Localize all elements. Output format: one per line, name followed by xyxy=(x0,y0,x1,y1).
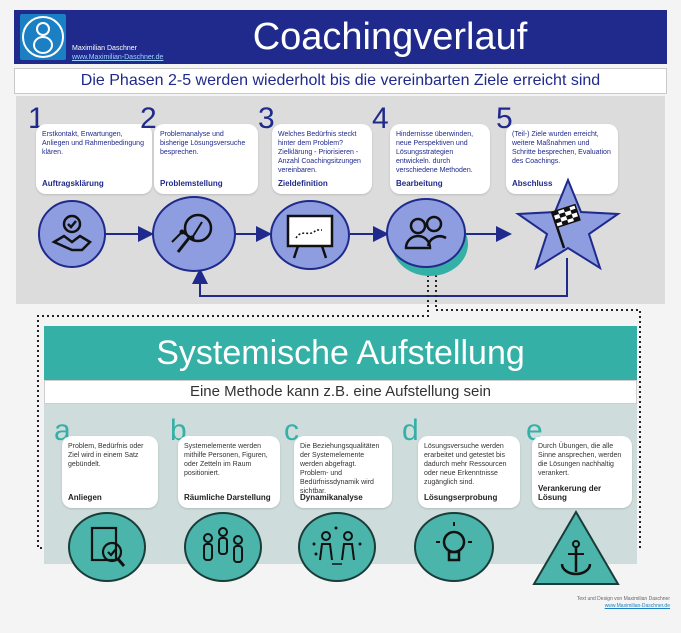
step-d-card: Lösungsversuche werden erarbeitet und ge… xyxy=(418,436,520,508)
author-block: Maximilian Daschner www.Maximilian-Dasch… xyxy=(72,44,163,62)
lightbulb-icon xyxy=(436,522,472,562)
step-b-card: Systemelemente werden mithilfe Personen,… xyxy=(178,436,280,508)
page-title: Coachingverlauf xyxy=(252,16,528,58)
step-b-text: Systemelemente werden mithilfe Personen,… xyxy=(184,443,268,477)
author-website-link[interactable]: www.Maximilian-Daschner.de xyxy=(72,54,164,61)
step-e-triangle xyxy=(532,510,620,585)
header-bar xyxy=(14,10,667,64)
person-logo-icon xyxy=(22,16,64,58)
phase-5-label: Abschluss xyxy=(512,179,553,188)
credit-line: Text und Design von Maximilian Daschner xyxy=(576,596,670,602)
magnifier-chart-icon xyxy=(171,213,213,253)
credit-link[interactable]: www.Maximilian-Daschner.de xyxy=(604,603,670,609)
step-e-text: Durch Übungen, die alle Sinne ansprechen… xyxy=(538,443,622,477)
phase-4-circle xyxy=(386,198,466,268)
phase-3-card: Welches Bedürfnis steckt hinter dem Prob… xyxy=(272,124,372,194)
step-c-text: Die Beziehungsqualitäten der Systemeleme… xyxy=(300,443,380,495)
author-name: Maximilian Daschner xyxy=(72,45,137,52)
step-d-label: Lösungserprobung xyxy=(424,493,498,502)
phase-5-star xyxy=(515,177,621,271)
phase-4-number: 4 xyxy=(372,102,389,135)
phase-2-label: Problemstellung xyxy=(160,179,223,188)
document-check-icon xyxy=(90,526,126,567)
phase-4-text: Hindernisse überwinden, neue Perspektive… xyxy=(396,131,474,174)
checkered-flag-icon xyxy=(550,203,581,249)
phase-3-number: 3 xyxy=(258,102,275,135)
people-icon xyxy=(404,215,447,250)
phase-4-label: Bearbeitung xyxy=(396,179,443,188)
step-a-circle xyxy=(68,512,146,582)
step-c-card: Die Beziehungsqualitäten der Systemeleme… xyxy=(294,436,392,508)
dynamics-icon xyxy=(312,526,362,565)
step-d-text: Lösungsversuche werden erarbeitet und ge… xyxy=(424,443,507,486)
logo xyxy=(20,14,66,60)
handshake-check-icon xyxy=(51,214,93,252)
figures-icon xyxy=(203,527,243,563)
credit-block: Text und Design von Maximilian Daschner … xyxy=(520,596,670,610)
step-b-label: Räumliche Darstellung xyxy=(184,493,271,502)
step-b-circle xyxy=(184,512,262,582)
page-subtitle: Die Phasen 2-5 werden wiederholt bis die… xyxy=(14,68,667,94)
step-a-card: Problem, Bedürfnis oder Ziel wird in ein… xyxy=(62,436,158,508)
step-c-letter: c xyxy=(284,414,299,447)
phase-2-number: 2 xyxy=(140,102,157,135)
step-d-circle xyxy=(414,512,494,582)
method-title: Systemische Aufstellung xyxy=(44,326,637,380)
phase-5-text: (Teil-) Ziele wurden erreicht, weitere M… xyxy=(512,131,611,165)
phase-5-card: (Teil-) Ziele wurden erreicht, weitere M… xyxy=(506,124,618,194)
phase-1-circle xyxy=(38,200,106,268)
step-c-label: Dynamikanalyse xyxy=(300,493,363,502)
phase-4-card: Hindernisse überwinden, neue Perspektive… xyxy=(390,124,490,194)
anchor-icon xyxy=(560,540,592,576)
step-e-card: Durch Übungen, die alle Sinne ansprechen… xyxy=(532,436,632,508)
phase-3-circle xyxy=(270,200,350,270)
step-a-text: Problem, Bedürfnis oder Ziel wird in ein… xyxy=(68,443,144,468)
step-d-letter: d xyxy=(402,414,419,447)
phase-2-card: Problemanalyse und bisherige Lösungsvers… xyxy=(154,124,258,194)
step-e-label: Verankerung der Lösung xyxy=(538,484,602,502)
phase-2-circle xyxy=(152,196,236,272)
phase-3-label: Zieldefinition xyxy=(278,179,328,188)
step-a-label: Anliegen xyxy=(68,493,102,502)
phase-2-text: Problemanalyse und bisherige Lösungsvers… xyxy=(160,131,246,156)
step-c-circle xyxy=(298,512,376,582)
phase-1-text: Erstkontakt, Erwartungen, Anliegen und R… xyxy=(42,131,144,156)
whiteboard-plan-icon xyxy=(286,214,334,259)
method-subtitle: Eine Methode kann z.B. eine Aufstellung … xyxy=(44,380,637,404)
phase-1-label: Auftragsklärung xyxy=(42,179,104,188)
phase-1-card: Erstkontakt, Erwartungen, Anliegen und R… xyxy=(36,124,152,194)
phase-3-text: Welches Bedürfnis steckt hinter dem Prob… xyxy=(278,131,361,174)
